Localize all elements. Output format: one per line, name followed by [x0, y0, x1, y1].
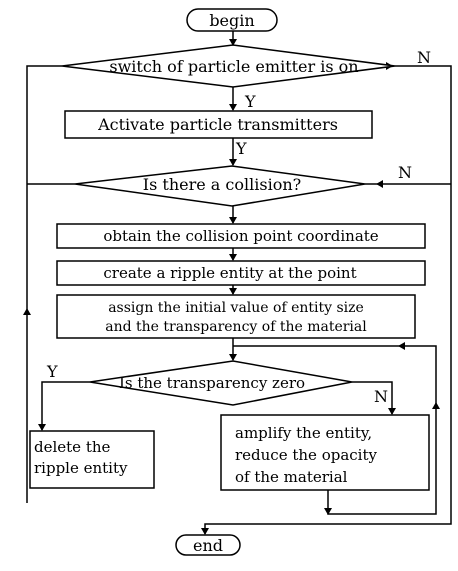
node-collision-decision: Is there a collision? [74, 165, 366, 207]
arrow-loop-up-right [432, 402, 440, 409]
edge-zero-yes [41, 381, 90, 430]
arrowheads [23, 39, 440, 535]
collision-no-label: N [398, 163, 412, 182]
node-switch-decision: switch of particle emitter is on [61, 44, 396, 88]
arrow-to-collision [229, 159, 237, 166]
switch-no-label: N [417, 48, 431, 67]
node-create: create a ripple entity at the point [56, 260, 426, 286]
arrow-zero-no [388, 408, 396, 415]
arrow-to-activate [229, 104, 237, 111]
branch-labels: Y N Y N Y N [46, 48, 431, 406]
node-delete: delete the ripple entity [29, 430, 155, 489]
arrow-zero-yes [38, 424, 46, 431]
create-label: create a ripple entity at the point [103, 264, 356, 282]
activate-label: Activate particle transmitters [97, 115, 338, 134]
arrow-to-assign [229, 288, 237, 295]
arrow-to-create [229, 254, 237, 261]
node-amplify: amplify the entity, reduce the opacity o… [220, 414, 430, 491]
switch-yes-label: Y [244, 92, 256, 111]
amplify-label-line3: of the material [235, 468, 348, 486]
node-begin: begin [186, 8, 278, 32]
node-end: end [175, 534, 241, 556]
activate-yes-label: Y [235, 139, 247, 158]
begin-label: begin [209, 11, 254, 30]
arrow-collision-no [376, 180, 383, 188]
switch-decision-label: switch of particle emitter is on [109, 57, 358, 76]
node-obtain: obtain the collision point coordinate [56, 223, 426, 249]
amplify-label-line2: reduce the opacity [235, 446, 377, 464]
obtain-label: obtain the collision point coordinate [103, 227, 378, 245]
edge-amplify-loop [233, 345, 437, 515]
arrow-amplify-loop [398, 342, 405, 350]
zero-no-label: N [374, 387, 388, 406]
arrow-to-zero [229, 354, 237, 361]
edge-zero-no [352, 381, 393, 414]
connectors [26, 31, 452, 534]
node-assign: assign the initial value of entity size … [56, 294, 416, 339]
delete-label-line2: ripple entity [34, 459, 128, 477]
node-zero-decision: Is the transparency zero [89, 360, 353, 406]
end-label: end [193, 536, 223, 555]
delete-label-line1: delete the [34, 438, 111, 456]
assign-label-line2: and the transparency of the material [105, 319, 367, 335]
collision-decision-label: Is there a collision? [143, 175, 301, 194]
amplify-label-line1: amplify the entity, [235, 424, 372, 442]
node-activate: Activate particle transmitters [64, 110, 373, 139]
arrow-amplify-down [324, 508, 332, 515]
zero-decision-label: Is the transparency zero [119, 374, 305, 392]
arrow-to-end [201, 528, 209, 535]
edge-loop-back [26, 65, 62, 503]
edge-switch-no [204, 65, 452, 534]
zero-yes-label: Y [46, 362, 58, 381]
arrow-loop-up [23, 308, 31, 315]
arrow-to-obtain [229, 217, 237, 224]
assign-label-line1: assign the initial value of entity size [108, 300, 364, 316]
arrow-to-switch [229, 39, 237, 46]
